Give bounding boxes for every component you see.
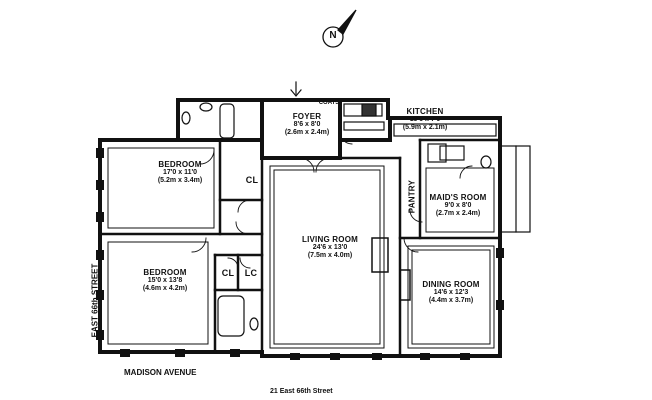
room-kitchen: KITCHEN 19'6 x 7'0 (5.9m x 2.1m) xyxy=(390,107,460,132)
bath-fixtures xyxy=(181,102,492,337)
room-name: BEDROOM xyxy=(158,160,202,169)
linen-closet-label: LC xyxy=(244,268,258,278)
room-name: KITCHEN xyxy=(406,107,444,116)
door-swings xyxy=(191,131,473,269)
room-dim-metric: (5.2m x 3.4m) xyxy=(157,177,203,185)
room-name: LIVING ROOM xyxy=(302,235,358,244)
room-dim-imperial: 24'6 x 13'0 xyxy=(312,244,348,252)
interior-walls xyxy=(98,138,502,358)
closet-coats: COATS xyxy=(318,100,340,106)
room-name: DINING ROOM xyxy=(422,280,480,289)
closet-label-2: CL xyxy=(221,268,235,278)
room-dim-imperial: 15'0 x 13'8 xyxy=(147,277,183,285)
fireplaces xyxy=(371,237,411,301)
room-dim-imperial: 19'6 x 7'0 xyxy=(409,116,441,124)
exterior-walls xyxy=(98,98,502,358)
room-trim xyxy=(107,147,495,349)
window-markers xyxy=(96,148,504,360)
room-dim-imperial: 14'6 x 12'3 xyxy=(433,289,469,297)
room-foyer: FOYER 8'6 x 8'0 (2.6m x 2.4m) xyxy=(272,112,342,137)
compass-label: N xyxy=(329,30,337,41)
closet-label-1: CL xyxy=(245,175,259,185)
room-bedroom-2: BEDROOM 15'0 x 13'8 (4.6m x 4.2m) xyxy=(125,268,205,293)
room-bedroom-1: BEDROOM 17'0 x 11'0 (5.2m x 3.4m) xyxy=(140,160,220,185)
room-dim-imperial: 9'0 x 8'0 xyxy=(444,202,472,210)
room-dim-metric: (2.6m x 2.4m) xyxy=(284,129,330,137)
room-living: LIVING ROOM 24'6 x 13'0 (7.5m x 4.0m) xyxy=(290,235,370,260)
room-dim-metric: (7.5m x 4.0m) xyxy=(307,252,353,260)
room-name: BEDROOM xyxy=(143,268,187,277)
room-dim-metric: (4.4m x 3.7m) xyxy=(428,297,474,305)
room-dim-metric: (4.6m x 4.2m) xyxy=(142,285,188,293)
room-dim-imperial: 8'6 x 8'0 xyxy=(293,121,321,129)
building-address: 21 East 66th Street xyxy=(270,388,333,395)
street-label-south: MADISON AVENUE xyxy=(124,368,197,377)
room-dining: DINING ROOM 14'6 x 12'3 (4.4m x 3.7m) xyxy=(410,280,492,305)
north-arrow-icon xyxy=(322,9,357,48)
room-dim-metric: (2.7m x 2.4m) xyxy=(435,210,481,218)
room-maids: MAID'S ROOM 9'0 x 8'0 (2.7m x 2.4m) xyxy=(418,193,498,218)
room-name: FOYER xyxy=(292,112,322,121)
side-balcony xyxy=(499,145,531,233)
room-name: MAID'S ROOM xyxy=(429,193,487,202)
street-label-west: EAST 66th STREET xyxy=(90,263,100,338)
room-pantry: PANTRY xyxy=(407,180,417,214)
room-dim-imperial: 17'0 x 11'0 xyxy=(162,169,198,177)
kitchen-counters xyxy=(343,103,497,137)
room-dim-metric: (5.9m x 2.1m) xyxy=(402,124,448,132)
entry-arrow-icon xyxy=(290,81,302,97)
